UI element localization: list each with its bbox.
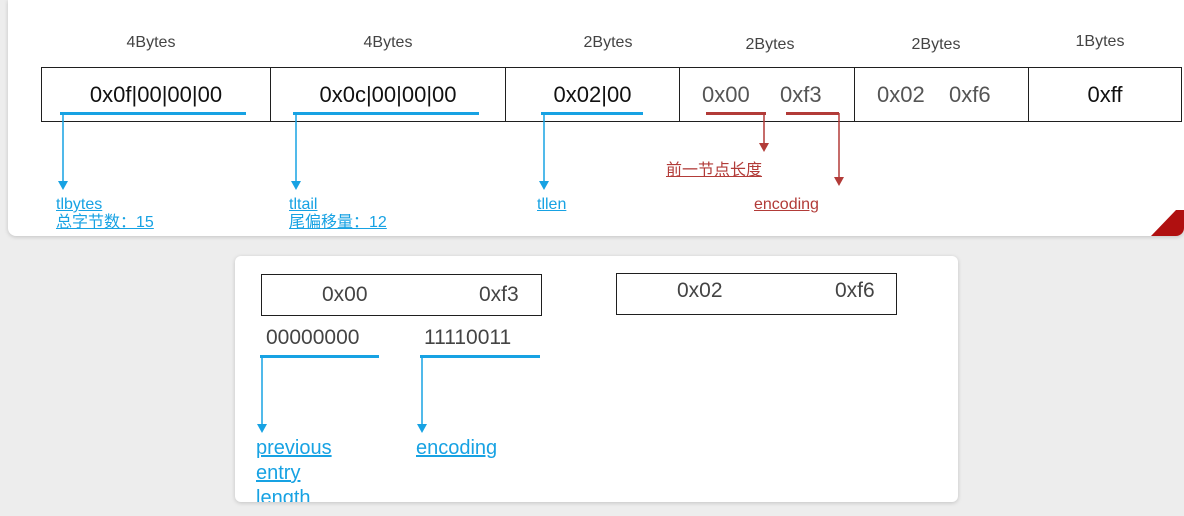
arrowhead-zllen — [539, 181, 549, 190]
underline-bits-encoding — [420, 355, 540, 358]
header-zlend-size: 1Bytes — [1075, 33, 1125, 50]
header-entry1-size: 2Bytes — [745, 36, 795, 53]
bottom-arrows — [257, 356, 427, 433]
cell-entry2: 0x02 0xf6 — [854, 67, 1029, 122]
label-encoding: encoding — [754, 196, 819, 213]
arrowhead-encoding — [834, 177, 844, 186]
cell-entry2-prevlen: 0x02 — [877, 81, 925, 107]
header-entry2-size: 2Bytes — [911, 36, 961, 53]
top-arrows — [58, 113, 1184, 236]
cell-zlbytes-value: 0x0f|00|00|00 — [89, 81, 223, 107]
arrowhead-zltail — [291, 181, 301, 190]
entry1-box-prevlen: 0x00 — [322, 283, 368, 306]
cell-zllen-value: 0x02|00 — [553, 81, 632, 107]
label-prev-entry-length: 前一节点长度 — [666, 162, 763, 179]
cell-zlend: 0xff — [1028, 67, 1182, 122]
entry2-box-encoding: 0xf6 — [835, 279, 875, 302]
bits-prevlen: 00000000 — [266, 326, 360, 349]
cell-zlend-value: 0xff — [1087, 81, 1123, 107]
underline-zltail — [293, 112, 479, 115]
ziplist-layout-card: 4Bytes 4Bytes 2Bytes 2Bytes 2Bytes 1Byte… — [8, 0, 1184, 236]
header-zlbytes-size: 4Bytes — [126, 34, 176, 51]
entry2-box-prevlen: 0x02 — [677, 279, 723, 302]
entry2-box: 0x02 0xf6 — [616, 273, 897, 315]
arrowhead-zlbytes — [58, 181, 68, 190]
cell-entry1-prevlen: 0x00 — [702, 81, 750, 107]
header-zltail-size: 4Bytes — [363, 34, 413, 51]
label-tltail-desc: 尾偏移量：12 — [289, 214, 387, 231]
bits-encoding: 11110011 — [424, 326, 512, 349]
cell-entry1: 0x00 0xf3 — [679, 67, 855, 122]
label-tlbytes: tlbytes — [56, 196, 103, 213]
label-tllen: tllen — [537, 196, 567, 213]
cell-zltail-value: 0x0c|00|00|00 — [319, 81, 457, 107]
arrowhead-prevlen — [759, 143, 769, 152]
underline-zllen — [541, 112, 643, 115]
label-tltail: tltail — [289, 196, 318, 213]
cell-zllen: 0x02|00 — [505, 67, 680, 122]
label-bits-encoding: encoding — [416, 437, 498, 459]
header-zllen-size: 2Bytes — [583, 34, 633, 51]
underline-prevlen — [706, 112, 766, 115]
underline-zlbytes — [60, 112, 246, 115]
cell-entry2-encoding: 0xf6 — [949, 81, 991, 107]
entry-detail-card: 0x00 0xf3 0x02 0xf6 00000000 11110011 pr… — [235, 256, 958, 502]
label-length: length — [256, 487, 311, 502]
entry1-box: 0x00 0xf3 — [261, 274, 542, 316]
label-previous: previous — [256, 437, 332, 459]
arrowhead-bits-prevlen — [257, 424, 267, 433]
label-tlbytes-desc: 总字节数：15 — [56, 214, 154, 231]
underline-bits-prevlen — [260, 355, 379, 358]
label-entry: entry — [256, 462, 301, 484]
arrowhead-bits-encoding — [417, 424, 427, 433]
corner-mark — [1151, 210, 1184, 236]
cell-zlbytes: 0x0f|00|00|00 — [41, 67, 271, 122]
entry1-box-encoding: 0xf3 — [479, 283, 519, 306]
cell-entry1-encoding: 0xf3 — [780, 81, 822, 107]
underline-encoding — [786, 112, 839, 115]
